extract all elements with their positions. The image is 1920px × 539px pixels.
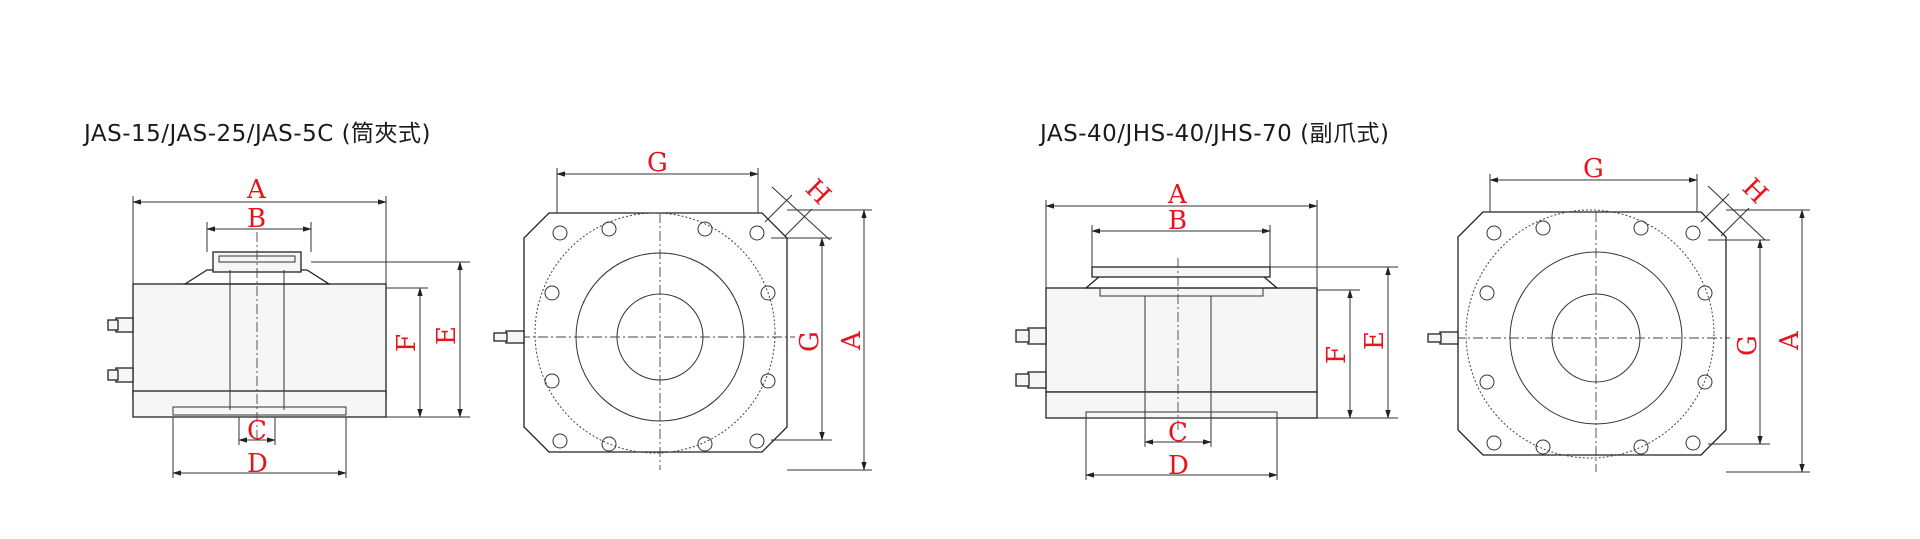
right-side-dimensions: A B C D F E	[1045, 180, 1398, 481]
dim-label-E-left: E	[432, 326, 462, 345]
dim-label-H-right: H	[1736, 173, 1773, 210]
dim-label-B-left: B	[247, 204, 266, 234]
dim-label-E-right: E	[1360, 331, 1390, 350]
left-side-dimensions: A B C D F E	[132, 175, 470, 479]
left-top-view	[493, 212, 795, 470]
dim-label-G-top-right: G	[1583, 154, 1604, 184]
dim-label-A-left: A	[246, 175, 267, 205]
dim-label-B-right: B	[1168, 206, 1187, 236]
dim-label-C-right: C	[1168, 418, 1188, 448]
right-side-view	[1015, 258, 1318, 430]
dim-label-C-left: C	[247, 416, 267, 446]
left-top-dimensions: G H G A	[556, 148, 872, 471]
left-group-title: JAS-15/JAS-25/JAS-5C (筒夾式)	[84, 121, 432, 147]
dim-label-A-right-left: A	[837, 330, 867, 351]
dim-label-G-top-left: G	[647, 148, 668, 178]
dim-label-A-right: A	[1167, 180, 1188, 210]
dim-label-G-right-right: G	[1733, 335, 1763, 356]
right-top-view	[1427, 209, 1730, 472]
right-group-title: JAS-40/JHS-40/JHS-70 (副爪式)	[1040, 121, 1390, 147]
dim-label-D-left: D	[247, 449, 268, 479]
dim-label-G-right-left: G	[795, 331, 825, 352]
dim-label-F-right: F	[1322, 346, 1352, 364]
dim-label-D-right: D	[1168, 451, 1189, 481]
dim-label-A-right-right: A	[1775, 330, 1805, 351]
right-top-dimensions: G H G A	[1489, 154, 1810, 473]
dim-label-F-left: F	[392, 334, 422, 352]
dim-label-H-left: H	[799, 174, 836, 211]
left-side-view	[107, 232, 387, 438]
